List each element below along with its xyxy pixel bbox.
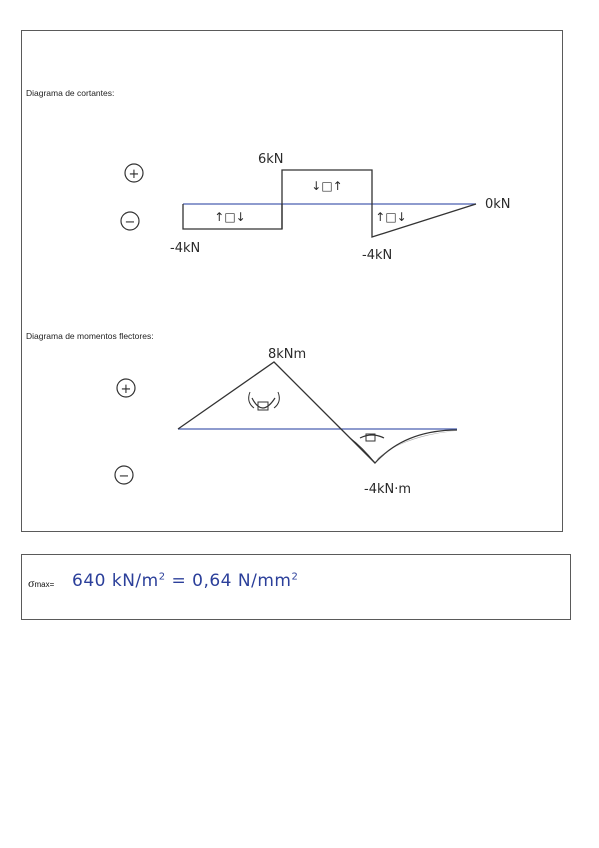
result-box <box>21 554 571 620</box>
moment-plus-sign-icon: + <box>116 378 136 398</box>
shear-min-label: -4kN <box>362 248 392 263</box>
shear-symbol-2: ↓□↑ <box>311 179 342 193</box>
svg-text:−: − <box>119 469 130 484</box>
moment-max-label: 8kNm <box>268 347 306 362</box>
hogging-moment-icon <box>359 433 385 442</box>
sagging-moment-icon <box>248 391 280 411</box>
shear-end-label: 0kN <box>485 197 511 212</box>
shear-block-right <box>371 203 477 238</box>
shear-left-label: -4kN <box>170 241 200 256</box>
shear-diagram-title: Diagrama de cortantes: <box>26 88 115 98</box>
svg-text:−: − <box>125 215 136 230</box>
diagrams-box <box>21 30 563 532</box>
moment-min-label: -4kN·m <box>364 482 411 497</box>
sigma-max-value: 640 kN/m2 = 0,64 N/mm2 <box>72 571 299 591</box>
shear-symbol-3: ↑□↓ <box>375 210 406 224</box>
sigma-max-label: σmax= <box>28 576 55 590</box>
svg-text:+: + <box>129 167 140 182</box>
shear-minus-sign-icon: − <box>120 211 140 231</box>
moment-curve <box>177 361 458 464</box>
shear-block-middle <box>281 169 373 229</box>
shear-max-label: 6kN <box>258 152 284 167</box>
svg-text:+: + <box>121 382 132 397</box>
shear-plus-sign-icon: + <box>124 163 144 183</box>
shear-symbol-1: ↑□↓ <box>214 210 245 224</box>
moment-diagram-title: Diagrama de momentos flectores: <box>26 331 154 341</box>
moment-minus-sign-icon: − <box>114 465 134 485</box>
